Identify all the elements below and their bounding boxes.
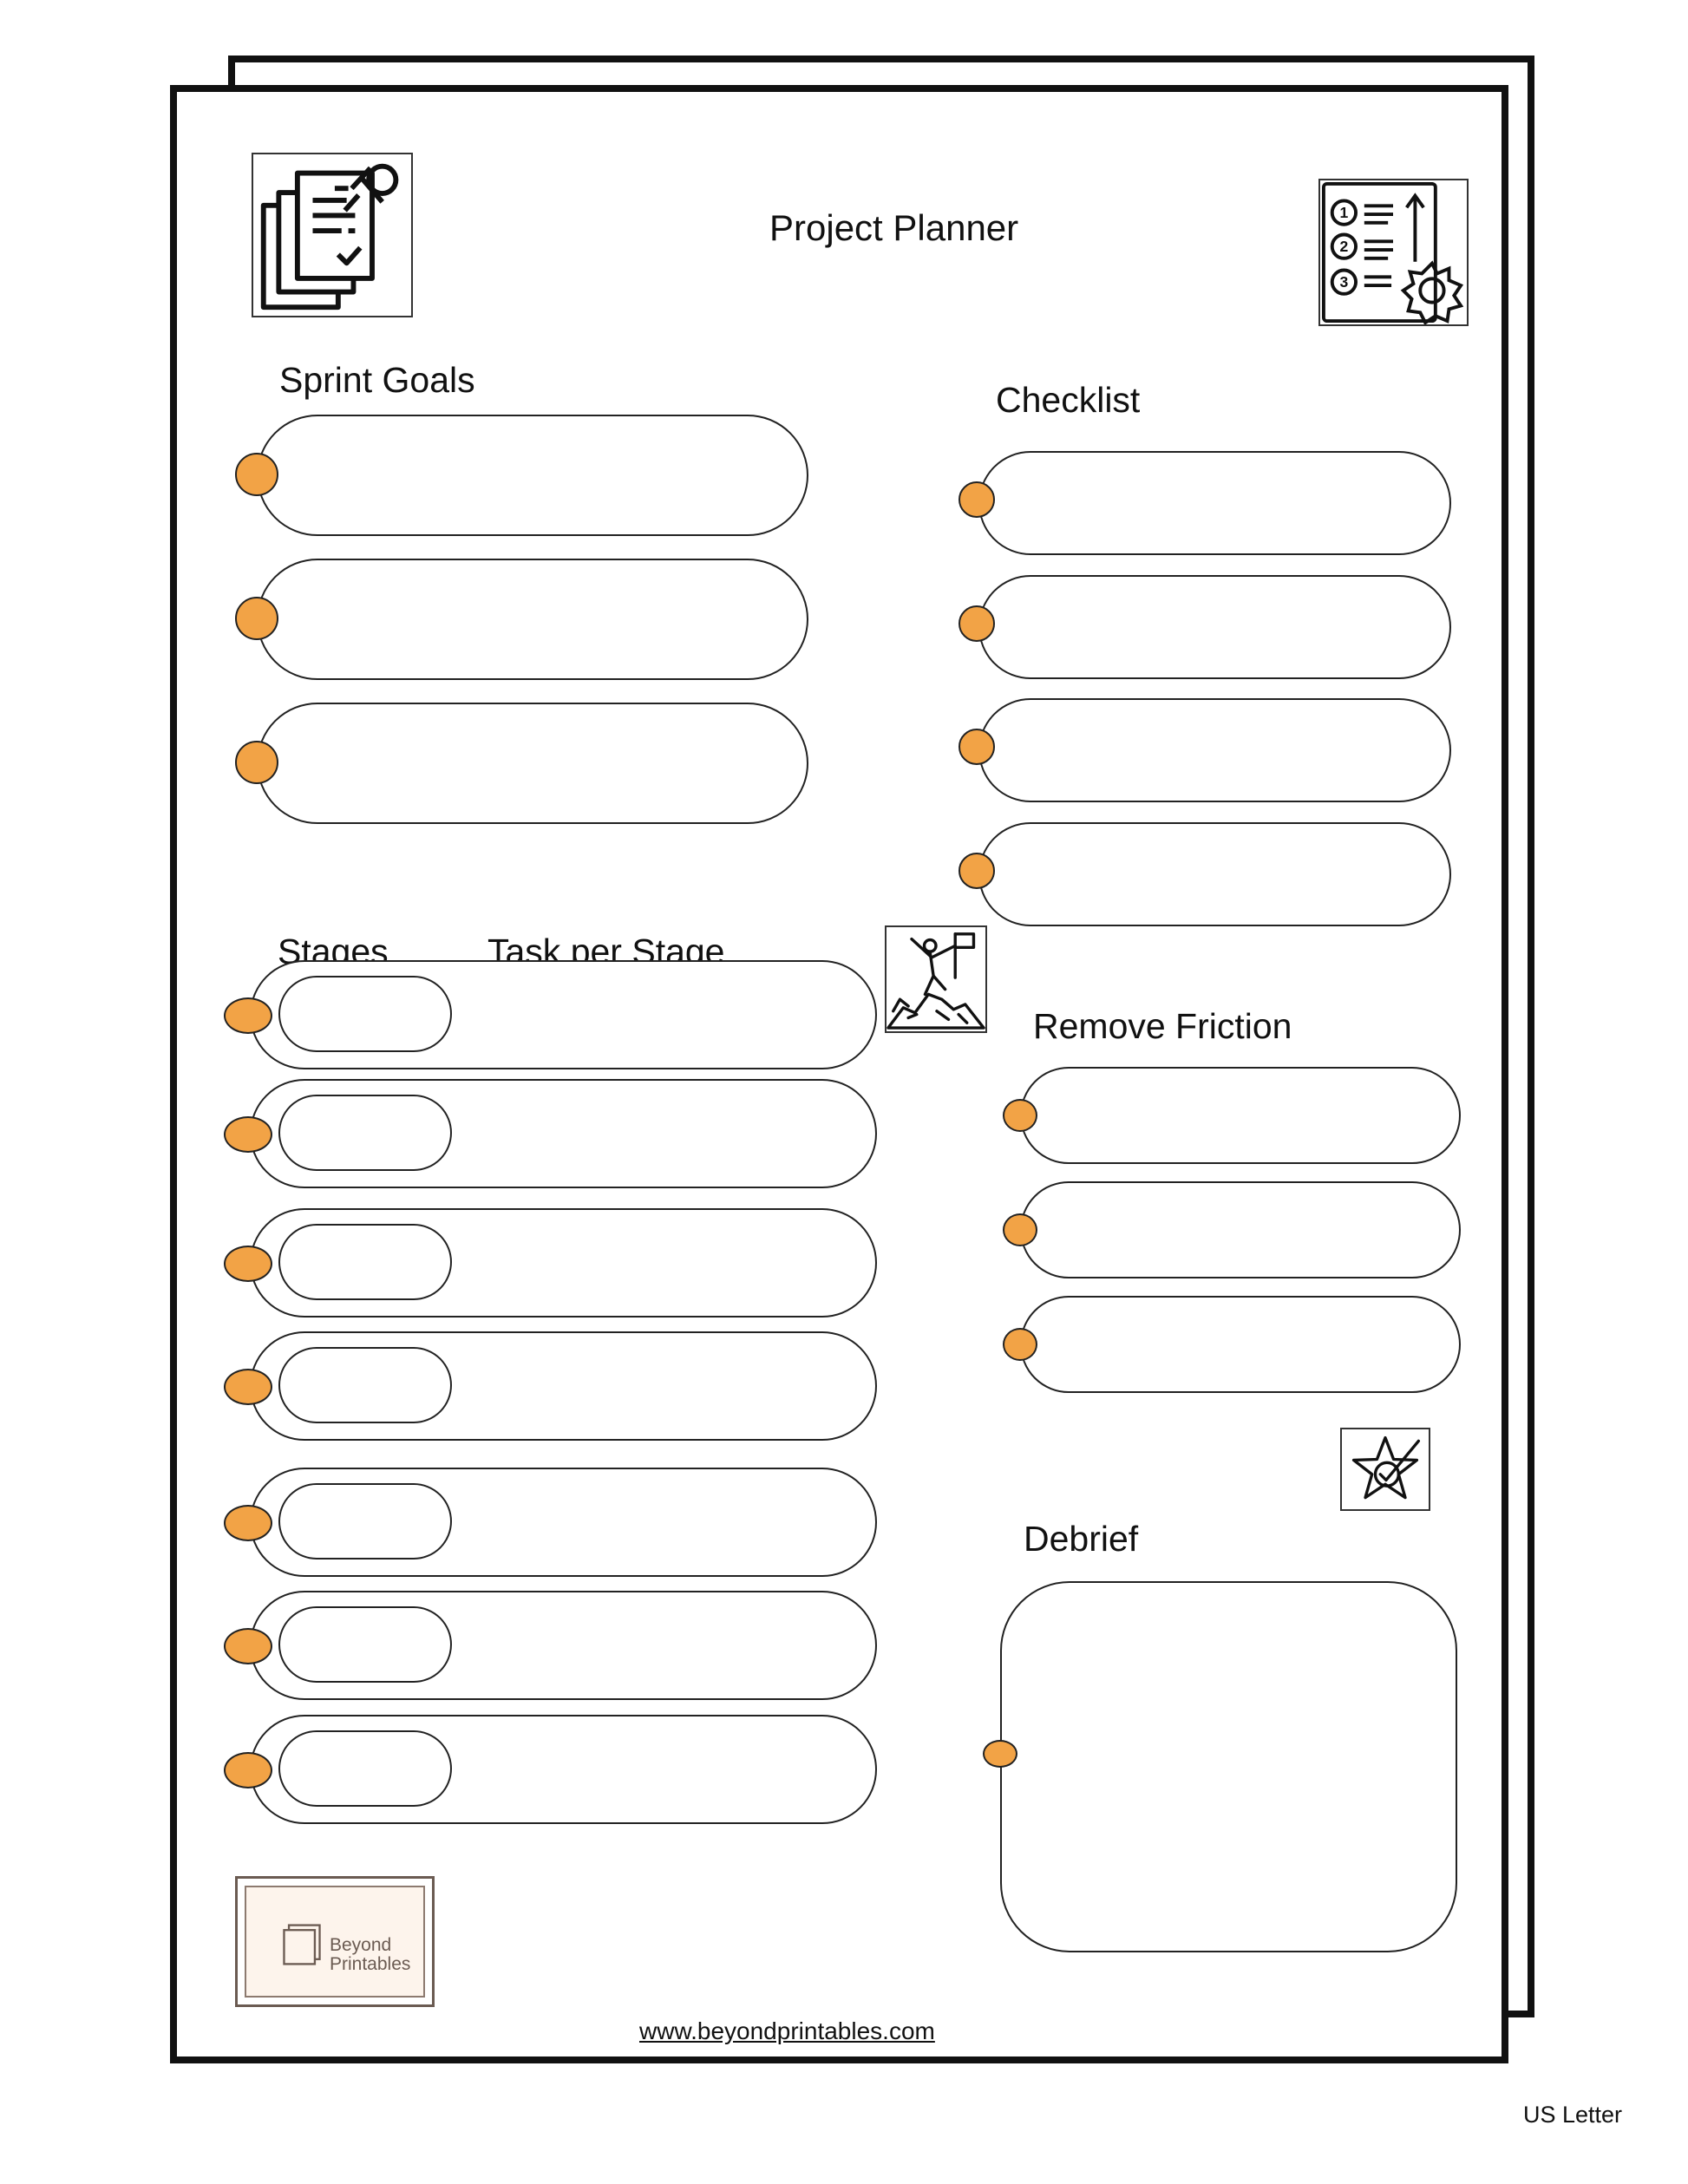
stage-name-field[interactable] [278, 976, 452, 1052]
stage-name-field[interactable] [278, 1606, 452, 1683]
stage-name-field[interactable] [278, 1730, 452, 1807]
checklist-field[interactable] [978, 822, 1451, 926]
bullet-dot [958, 853, 995, 889]
website-link[interactable]: www.beyondprintables.com [639, 2017, 935, 2044]
bullet-dot [983, 1740, 1017, 1768]
format-caption: US Letter [1523, 2102, 1623, 2128]
checklist-heading: Checklist [996, 380, 1141, 420]
sprint-goal-field[interactable] [257, 415, 808, 536]
sprint-goals-heading: Sprint Goals [279, 360, 475, 400]
brand-logo: Beyond Printables [235, 1876, 435, 2007]
sprint-goal-field[interactable] [257, 559, 808, 680]
bullet-dot [224, 1246, 272, 1282]
numbered-list-gear-icon: 1 2 3 [1318, 179, 1469, 326]
bullet-dot [224, 1116, 272, 1153]
friction-field[interactable] [1020, 1067, 1461, 1164]
logo-line-2: Printables [330, 1954, 411, 1975]
mountain-climber-flag-icon [885, 925, 987, 1033]
bullet-dot [235, 453, 278, 496]
stage-name-field[interactable] [278, 1224, 452, 1300]
stacked-pages-icon [283, 1924, 321, 1965]
stage-name-field[interactable] [278, 1347, 452, 1423]
stage-name-field[interactable] [278, 1095, 452, 1171]
svg-text:2: 2 [1339, 238, 1348, 255]
friction-field[interactable] [1020, 1181, 1461, 1278]
checklist-field[interactable] [978, 698, 1451, 802]
bullet-dot [958, 481, 995, 518]
svg-text:3: 3 [1339, 273, 1348, 291]
debrief-heading: Debrief [1024, 1519, 1139, 1559]
sprint-goal-field[interactable] [257, 703, 808, 824]
clipboard-pin-icon [252, 153, 413, 317]
checklist-field[interactable] [978, 575, 1451, 679]
bullet-dot [224, 1752, 272, 1788]
checklist-field[interactable] [978, 451, 1451, 555]
page-title: Project Planner [769, 207, 1019, 248]
logo-line-1: Beyond [330, 1935, 392, 1955]
friction-field[interactable] [1020, 1296, 1461, 1393]
bullet-dot [1003, 1328, 1037, 1361]
svg-text:1: 1 [1339, 204, 1348, 221]
star-check-icon [1340, 1428, 1430, 1511]
bullet-dot [235, 741, 278, 784]
remove-friction-heading: Remove Friction [1033, 1006, 1292, 1046]
stage-name-field[interactable] [278, 1483, 452, 1560]
bullet-dot [1003, 1099, 1037, 1132]
bullet-dot [224, 1369, 272, 1405]
bullet-dot [224, 997, 272, 1034]
bullet-dot [958, 729, 995, 765]
debrief-field[interactable] [1000, 1581, 1457, 1952]
bullet-dot [1003, 1213, 1037, 1246]
bullet-dot [958, 605, 995, 642]
bullet-dot [224, 1628, 272, 1664]
bullet-dot [235, 597, 278, 640]
bullet-dot [224, 1505, 272, 1541]
